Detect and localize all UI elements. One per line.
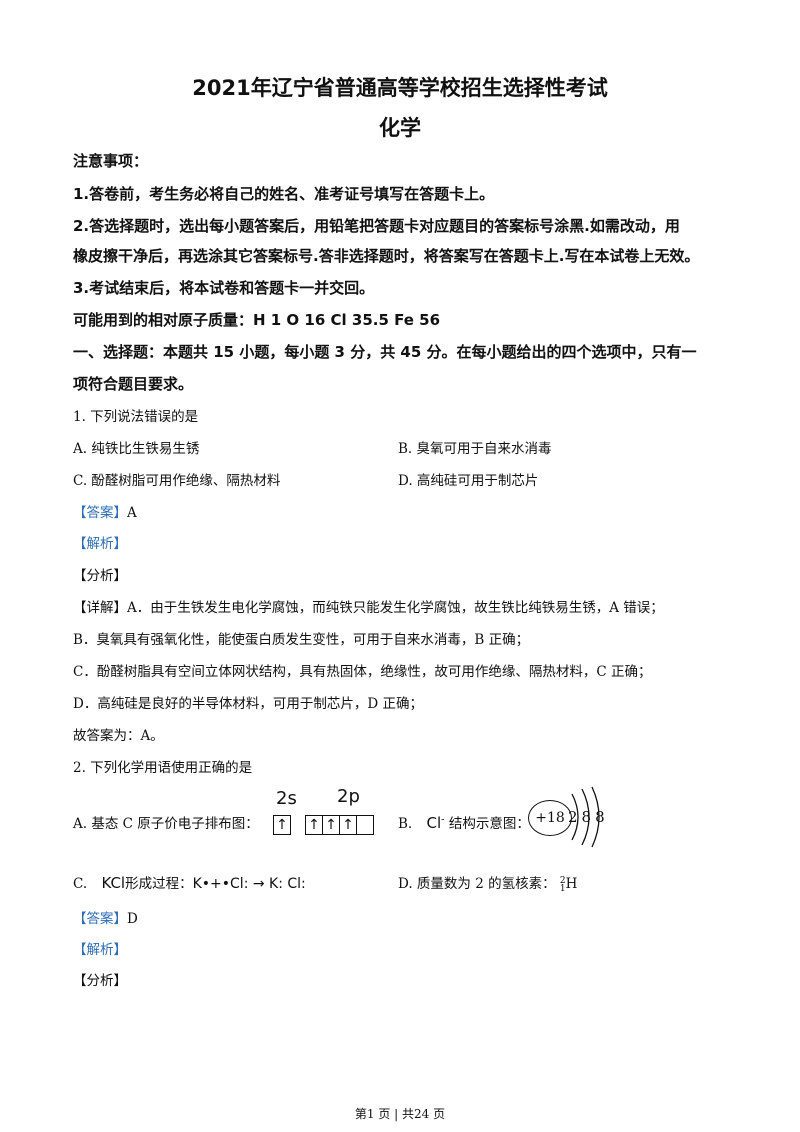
q1-answer: 【答案】A	[73, 501, 137, 521]
subject-title: 化学	[379, 116, 421, 140]
q1-conclusion: 故答案为：A。	[73, 728, 164, 744]
notice-item-2-cont: 橡皮擦干净后，再选涂其它答案标号.答非选择题时，将答案写在答题卡上.写在本试卷上…	[73, 247, 700, 265]
q2-stem: 2. 下列化学用语使用正确的是	[73, 760, 253, 776]
shell-2: 8	[581, 808, 596, 826]
section-heading: 一、选择题：本题共 15 小题，每小题 3 分，共 45 分。在每小题给出的四个…	[73, 343, 697, 361]
notice-item-2: 2.答选择题时，选出每小题答案后，用铅笔把答题卡对应题目的答案标号涂黑.如需改动…	[73, 217, 680, 235]
orbital-2p-boxes: ↑↑↑	[305, 814, 374, 835]
atomic-masses: 可能用到的相对原子质量：H 1 O 16 Cl 35.5 Fe 56	[73, 311, 441, 329]
q2-option-b: B. Cl- 结构示意图：	[398, 812, 530, 832]
q1-detail-d: D．高纯硅是良好的半导体材料，可用于制芯片，D 正确；	[73, 696, 423, 712]
orbital-2s-box: ↑	[273, 814, 291, 835]
q1-analysis-tag: 【解析】	[73, 536, 127, 552]
mass-number: 2	[559, 875, 566, 886]
shell-3: 8	[595, 808, 609, 826]
answer-value: D	[127, 911, 138, 927]
q1-option-a: A. 纯铁比生铁易生锈	[73, 441, 200, 457]
shell-electrons: 288	[568, 808, 609, 826]
orbital-cell: ↑	[323, 814, 340, 835]
orbital-cell	[357, 814, 374, 835]
atomic-number: 1	[559, 883, 566, 894]
q1-option-d: D. 高纯硅可用于制芯片	[398, 473, 539, 489]
answer-tag: 【答案】	[73, 911, 127, 927]
q1-option-b: B. 臭氧可用于自来水消毒	[398, 441, 552, 457]
q1-option-c: C. 酚醛树脂可用作绝缘、隔热材料	[73, 473, 281, 489]
detail-tag: 【详解】	[73, 600, 127, 616]
option-c-text: 形成过程：	[125, 876, 193, 892]
option-label: C.	[73, 876, 88, 892]
option-label: B.	[398, 816, 413, 832]
orbital-cell: ↑	[340, 814, 357, 835]
q1-detail-a: 【详解】A．由于生铁发生电化学腐蚀，而纯铁只能发生化学腐蚀，故生铁比纯铁易生锈，…	[73, 596, 664, 616]
q1-stem: 1. 下列说法错误的是	[73, 409, 199, 425]
orbital-2s-label: 2s	[276, 788, 297, 809]
notice-item-1: 1.答卷前，考生务必将自己的姓名、准考证号填写在答题卡上。	[73, 185, 495, 203]
option-d-text: D. 质量数为 2 的氢核素：	[398, 876, 556, 892]
q1-detail-c: C．酚醛树脂具有空间立体网状结构，具有热固体，绝缘性，故可用作绝缘、隔热材料，C…	[73, 664, 652, 680]
ion-charge: -	[441, 814, 445, 826]
electron-dot-formula: K•+•Cl: → K: Cl:	[192, 876, 306, 892]
orbital-cell: ↑	[273, 814, 291, 835]
exam-title: 2021年辽宁省普通高等学校招生选择性考试	[192, 76, 608, 100]
orbital-2p-label: 2p	[337, 786, 360, 807]
chloride-ion: Cl	[426, 814, 442, 832]
shell-1: 2	[568, 808, 582, 826]
q2-option-a: A. 基态 C 原子价电子排布图：	[73, 816, 259, 832]
orbital-cell: ↑	[305, 814, 323, 835]
q2-answer: 【答案】D	[73, 907, 138, 927]
q2-option-c: C. KCl形成过程：K•+•Cl: → K: Cl:	[73, 872, 306, 892]
page-footer: 第1 页 | 共24 页	[354, 1107, 446, 1121]
section-heading-cont: 项符合题目要求。	[73, 375, 194, 393]
notice-item-3: 3.考试结束后，将本试卷和答题卡一并交回。	[73, 279, 375, 297]
element-symbol: H	[565, 876, 578, 892]
answer-value: A	[127, 505, 137, 521]
q1-detail-b: B．臭氧具有强氧化性，能使蛋白质发生变性，可用于自来水消毒，B 正确；	[73, 632, 530, 648]
q2-analysis-tag: 【解析】	[73, 942, 127, 958]
notice-heading: 注意事项：	[73, 152, 149, 170]
answer-tag: 【答案】	[73, 505, 127, 521]
kcl-formula: KCl	[101, 874, 126, 892]
option-b-text: 结构示意图：	[448, 816, 530, 832]
detail-text: A．由于生铁发生电化学腐蚀，而纯铁只能发生化学腐蚀，故生铁比纯铁易生锈，A 错误…	[127, 600, 664, 616]
q2-fenxi: 【分析】	[73, 973, 127, 989]
electron-shell-arcs	[571, 786, 600, 848]
nucleus-circle: +18	[528, 800, 572, 836]
q1-fenxi: 【分析】	[73, 568, 127, 584]
